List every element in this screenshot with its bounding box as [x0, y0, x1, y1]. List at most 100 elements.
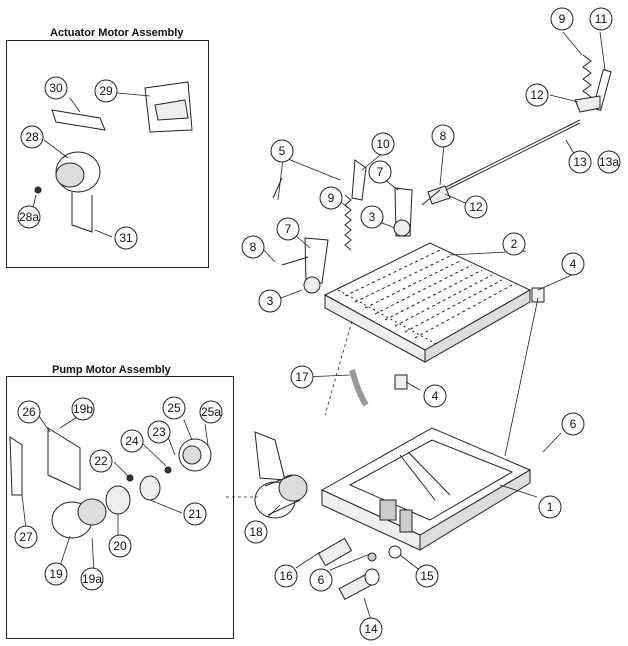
- callout-4a: 4: [561, 252, 585, 276]
- callout-12b: 12: [464, 195, 488, 219]
- callout-26: 26: [17, 400, 41, 424]
- svg-text:21: 21: [188, 507, 202, 521]
- svg-text:7: 7: [377, 165, 384, 179]
- svg-text:12: 12: [530, 88, 544, 102]
- callout-23: 23: [147, 420, 171, 444]
- svg-text:25a: 25a: [201, 405, 221, 419]
- svg-text:20: 20: [113, 539, 127, 553]
- svg-text:11: 11: [595, 12, 608, 26]
- callout-1: 1: [538, 495, 562, 519]
- svg-text:7: 7: [285, 222, 292, 236]
- svg-text:13: 13: [573, 155, 587, 169]
- svg-text:25: 25: [167, 401, 181, 415]
- callout-24: 24: [120, 429, 144, 453]
- callout-13a: 13a: [597, 150, 621, 174]
- callout-8a: 8: [431, 124, 455, 148]
- lower-fittings: [317, 537, 402, 600]
- svg-text:9: 9: [328, 191, 335, 205]
- svg-text:8: 8: [250, 240, 257, 254]
- svg-text:3: 3: [369, 210, 376, 224]
- svg-text:5: 5: [279, 144, 286, 158]
- svg-text:24: 24: [125, 434, 139, 448]
- svg-text:27: 27: [19, 530, 33, 544]
- callout-27: 27: [14, 525, 38, 549]
- callout-30: 30: [44, 76, 68, 100]
- actuator-motor-inset: [6, 40, 209, 268]
- callout-18: 18: [244, 520, 268, 544]
- rack-tray: [323, 242, 532, 363]
- callout-17: 17: [290, 365, 314, 389]
- svg-text:18: 18: [249, 525, 263, 539]
- svg-text:28a: 28a: [19, 210, 39, 224]
- main-pump-motor: [254, 431, 308, 519]
- callout-25: 25: [162, 396, 186, 420]
- svg-text:17: 17: [295, 370, 309, 384]
- pump-inset-art: [9, 427, 212, 539]
- callout-9a: 9: [550, 7, 574, 31]
- callouts: 1 2 3 3 4 4 5 6 6 7 7 8 8 9 9 10 11 12 1…: [14, 7, 621, 641]
- svg-text:4: 4: [570, 257, 577, 271]
- callout-11: 11: [589, 7, 613, 31]
- actuator-linkage: [272, 54, 612, 294]
- svg-text:12: 12: [469, 200, 483, 214]
- svg-text:6: 6: [318, 573, 325, 587]
- reservoir-basin: [320, 427, 532, 551]
- callout-21: 21: [183, 502, 207, 526]
- drain-hose: [349, 369, 369, 407]
- callout-19: 19: [44, 562, 68, 586]
- callout-28a: 28a: [17, 205, 41, 229]
- callout-7b: 7: [276, 217, 300, 241]
- callout-14: 14: [359, 617, 383, 641]
- callout-10: 10: [371, 132, 395, 156]
- svg-text:6: 6: [570, 417, 577, 431]
- svg-text:16: 16: [279, 569, 293, 583]
- callout-4b: 4: [423, 384, 447, 408]
- callout-2: 2: [502, 232, 526, 256]
- brackets: [394, 287, 545, 390]
- svg-text:9: 9: [559, 12, 566, 26]
- svg-text:23: 23: [152, 425, 166, 439]
- svg-text:14: 14: [364, 622, 378, 636]
- callout-20: 20: [108, 534, 132, 558]
- svg-text:28: 28: [25, 130, 39, 144]
- callout-31: 31: [114, 226, 138, 250]
- callout-3b: 3: [258, 289, 282, 313]
- svg-text:4: 4: [432, 389, 439, 403]
- callout-9b: 9: [319, 186, 343, 210]
- svg-text:15: 15: [420, 569, 434, 583]
- callout-7a: 7: [368, 160, 392, 184]
- svg-text:30: 30: [49, 81, 63, 95]
- svg-text:26: 26: [22, 405, 36, 419]
- callout-25a: 25a: [199, 400, 223, 424]
- svg-text:13a: 13a: [599, 155, 619, 169]
- callout-28: 28: [20, 125, 44, 149]
- svg-text:19: 19: [49, 567, 63, 581]
- svg-text:3: 3: [267, 294, 274, 308]
- callout-12a: 12: [525, 83, 549, 107]
- callout-6a: 6: [561, 412, 585, 436]
- actuator-inset-art: [34, 81, 193, 233]
- actuator-motor-title: Actuator Motor Assembly: [50, 27, 184, 39]
- callout-22: 22: [89, 449, 113, 473]
- leader-lines: [21, 31, 606, 621]
- callout-5: 5: [270, 139, 294, 163]
- svg-text:2: 2: [511, 237, 518, 251]
- svg-text:1: 1: [547, 500, 554, 514]
- svg-text:19a: 19a: [82, 572, 102, 586]
- callout-8b: 8: [241, 235, 265, 259]
- svg-text:19b: 19b: [73, 402, 93, 416]
- callout-19b: 19b: [71, 397, 95, 421]
- svg-text:10: 10: [376, 137, 390, 151]
- callout-19a: 19a: [80, 567, 104, 591]
- callout-15: 15: [415, 564, 439, 588]
- callout-3a: 3: [360, 205, 384, 229]
- svg-text:31: 31: [119, 231, 133, 245]
- svg-text:8: 8: [440, 129, 447, 143]
- pump-motor-title: Pump Motor Assembly: [52, 364, 171, 376]
- callout-13: 13: [568, 150, 592, 174]
- svg-text:29: 29: [99, 84, 113, 98]
- callout-16: 16: [274, 564, 298, 588]
- callout-29: 29: [94, 79, 118, 103]
